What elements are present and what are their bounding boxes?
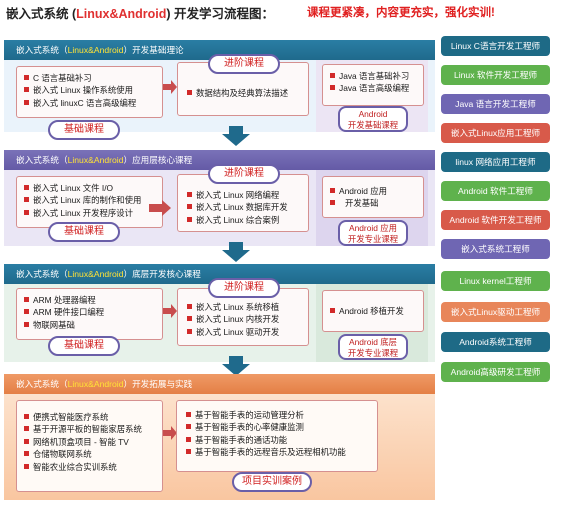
stage-low-level: 嵌入式系统（Linux&Android）底层开发核心课程 ARM 处理器编程 A…	[4, 264, 435, 362]
list-item: 基于开源平板的智能家居系统	[23, 423, 162, 435]
list-item: 嵌入式 Linux 操作系统使用	[23, 84, 162, 96]
list-item: 基于智能手表的心率健康监测	[185, 421, 377, 433]
android-label-line: Android	[358, 109, 388, 119]
list-item: 网络机顶盒项目 - 智能 TV	[23, 436, 162, 448]
stage-header: 嵌入式系统（Linux&Android）开发拓展与实践	[4, 374, 435, 394]
list-item: 嵌入式 Linux 内核开发	[186, 313, 308, 325]
stage-header: 嵌入式系统（Linux&Android）开发基础理论	[4, 40, 435, 60]
basic-course-box: C 语言基础补习 嵌入式 Linux 操作系统使用 嵌入式 linuxC 语言高…	[16, 66, 163, 118]
job-title: Android系统工程师	[441, 332, 550, 352]
list-item: 嵌入式 Linux 开发程序设计	[23, 207, 162, 219]
stage-practice: 嵌入式系统（Linux&Android）开发拓展与实践 便携式智能医疗系统 基于…	[4, 374, 435, 500]
job-title: 嵌入式系统工程师	[441, 239, 550, 259]
basic-course-label: 基础课程	[48, 222, 120, 242]
page-title: 嵌入式系统 (Linux&Android) 开发学习流程图：	[6, 7, 275, 21]
right-arrow-icon	[163, 426, 177, 440]
android-label-line: Android 应用	[349, 223, 397, 233]
right-arrow-icon	[149, 200, 171, 216]
list-item: Java 语言基础补习	[329, 70, 423, 82]
list-item: ARM 硬件接口编程	[23, 306, 162, 318]
down-arrow-icon	[222, 242, 250, 262]
job-title: Linux C语言开发工程师	[441, 36, 550, 56]
list-item: ARM 处理器编程	[23, 294, 162, 306]
stage-header: 嵌入式系统（Linux&Android）底层开发核心课程	[4, 264, 435, 284]
android-label-line: 开发专业课程	[347, 233, 399, 244]
list-item: 嵌入式 Linux 文件 I/O	[23, 182, 162, 194]
basic-course-box: ARM 处理器编程 ARM 硬件接口编程 物联网基础	[16, 288, 163, 340]
project-list-box: 基于智能手表的运动管理分析 基于智能手表的心率健康监测 基于智能手表的通话功能 …	[176, 400, 378, 472]
slogan: 课程更紧凑，内容更充实，强化实训!	[307, 7, 495, 19]
job-title: Android高级研发工程师	[441, 362, 550, 382]
advanced-course-label: 进阶课程	[208, 54, 280, 74]
stage-header: 嵌入式系统（Linux&Android）应用层核心课程	[4, 150, 435, 170]
job-title: Android 软件工程师	[441, 181, 550, 201]
down-arrow-icon	[222, 356, 250, 376]
list-item: Android 移植开发	[329, 305, 423, 317]
android-course-label: Android 底层 开发专业课程	[338, 334, 408, 360]
list-item: 嵌入式 Linux 网络编程	[186, 189, 308, 201]
advanced-course-label: 进阶课程	[208, 278, 280, 298]
list-item: 基于智能手表的运动管理分析	[185, 409, 377, 421]
basic-course-label: 基础课程	[48, 336, 120, 356]
list-item: Android 应用	[329, 185, 423, 197]
list-item: C 语言基础补习	[23, 72, 162, 84]
list-item: 基于智能手表的远程音乐及远程相机功能	[185, 446, 377, 458]
list-item: 智能农业综合实训系统	[23, 461, 162, 473]
list-item: 便携式智能医疗系统	[23, 411, 162, 423]
list-item: 基于智能手表的通话功能	[185, 434, 377, 446]
job-title: Linux kernel工程师	[441, 271, 550, 291]
list-item: 物联网基础	[23, 319, 162, 331]
advanced-course-label: 进阶课程	[208, 164, 280, 184]
basic-course-label: 基础课程	[48, 120, 120, 140]
list-item: 开发基础	[329, 197, 423, 209]
basic-course-box: 嵌入式 Linux 文件 I/O 嵌入式 Linux 库的制作和使用 嵌入式 L…	[16, 176, 163, 228]
list-item: Java 语言高级编程	[329, 82, 423, 94]
down-arrow-icon	[222, 126, 250, 146]
android-course-box: Java 语言基础补习 Java 语言高级编程	[322, 64, 424, 106]
list-item: 嵌入式 Linux 综合案例	[186, 214, 308, 226]
list-item: 嵌入式 Linux 数据库开发	[186, 201, 308, 213]
job-title: Java 语言开发工程师	[441, 94, 550, 114]
list-item: 嵌入式 linuxC 语言高级编程	[23, 97, 162, 109]
list-item: 嵌入式 Linux 驱动开发	[186, 326, 308, 338]
android-course-label: Android 应用 开发专业课程	[338, 220, 408, 246]
list-item: 嵌入式 Linux 库的制作和使用	[23, 194, 162, 206]
job-title: 嵌入式Linux驱动工程师	[441, 302, 550, 322]
android-label-line: Android 底层	[349, 337, 397, 347]
right-arrow-icon	[163, 304, 177, 318]
list-item: 嵌入式 Linux 系统移植	[186, 301, 308, 313]
job-title: linux 网络应用工程师	[441, 152, 550, 172]
list-item: 仓储物联网系统	[23, 448, 162, 460]
job-title: Android 软件开发工程师	[441, 210, 550, 230]
stage-foundation: 嵌入式系统（Linux&Android）开发基础理论 C 语言基础补习 嵌入式 …	[4, 40, 435, 140]
android-course-box: Android 应用 开发基础	[322, 176, 424, 218]
android-label-line: 开发专业课程	[347, 347, 399, 358]
project-course-label: 项目实训案例	[232, 472, 312, 492]
android-course-box: Android 移植开发	[322, 290, 424, 332]
job-title: Linux 软件开发工程师	[441, 65, 550, 85]
right-arrow-icon	[163, 80, 177, 94]
stage-application: 嵌入式系统（Linux&Android）应用层核心课程 嵌入式 Linux 文件…	[4, 150, 435, 246]
android-course-label: Android 开发基础课程	[338, 106, 408, 132]
project-list-box: 便携式智能医疗系统 基于开源平板的智能家居系统 网络机顶盒项目 - 智能 TV …	[16, 400, 163, 492]
android-label-line: 开发基础课程	[347, 119, 399, 130]
list-item: 数据结构及经典算法描述	[186, 87, 308, 99]
job-title: 嵌入式Linux应用工程师	[441, 123, 550, 143]
